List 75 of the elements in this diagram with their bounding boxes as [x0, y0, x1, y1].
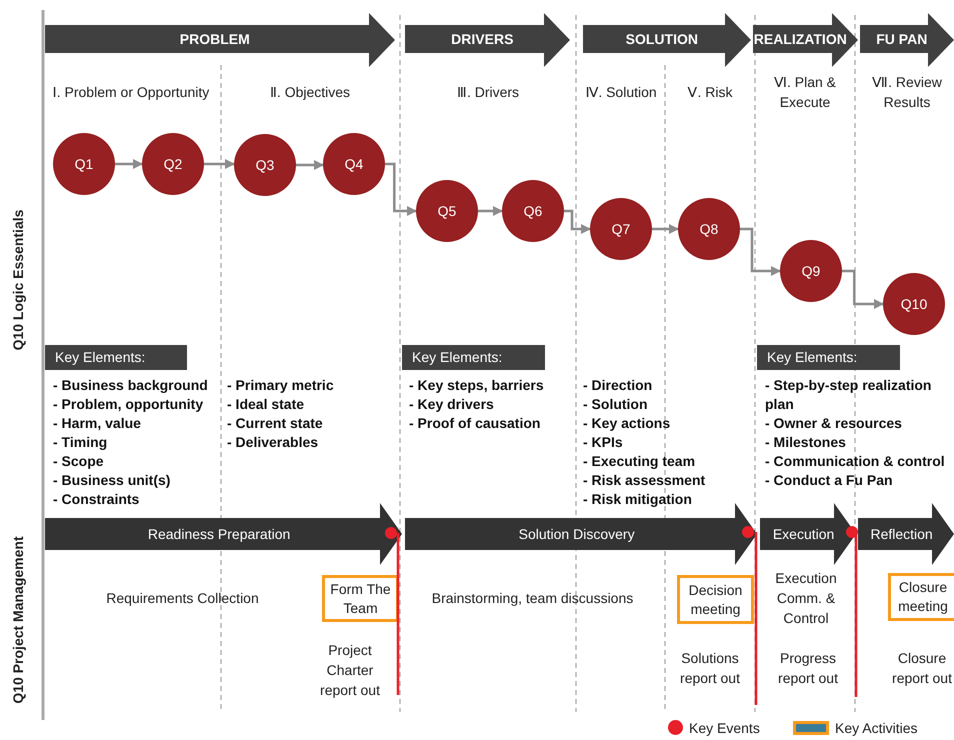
connector-arrow — [478, 206, 503, 216]
section-header-bar: Key Elements: — [45, 345, 187, 370]
list-item: - Timing — [53, 433, 108, 452]
list-item: - Scope — [53, 452, 105, 471]
list-item: - Deliverables — [227, 433, 320, 452]
connector-arrow — [564, 210, 591, 234]
phase-banner: SOLUTION — [583, 13, 751, 67]
connector-arrow — [385, 162, 417, 216]
deliverable-text: Progress report out — [777, 649, 839, 688]
question-circle: Q7 — [590, 198, 652, 260]
deliverable-text: Closure report out — [891, 649, 953, 688]
list-item: - Communication & control — [765, 452, 945, 471]
connector-arrow — [296, 160, 324, 170]
list-item: - Problem, opportunity — [53, 395, 204, 414]
question-circle: Q9 — [780, 240, 842, 302]
list-item: - Key drivers — [409, 395, 495, 414]
connector-arrow — [740, 228, 781, 276]
activity-box: Closure meeting — [888, 573, 954, 621]
question-circle: Q1 — [53, 133, 115, 195]
activity-text: Brainstorming, team discussions — [430, 589, 634, 608]
list-item: - Primary metric — [227, 376, 335, 395]
step-heading: Ⅲ. Drivers — [456, 83, 520, 102]
question-circle: Q10 — [883, 273, 945, 335]
section-header-bar: Key Elements: — [757, 345, 900, 370]
connector-arrow — [204, 159, 235, 169]
connector-arrow — [115, 159, 143, 169]
activity-text: Execution Comm. & Control — [774, 569, 838, 628]
stage-banner: Execution — [760, 503, 856, 565]
question-circle: Q5 — [416, 180, 478, 242]
connector-arrow — [652, 224, 679, 234]
stage-banner: Readiness Preparation — [45, 503, 402, 565]
list-item: - Owner & resources — [765, 414, 903, 433]
question-circle: Q2 — [142, 133, 204, 195]
list-item: - Business unit(s) — [53, 471, 172, 490]
list-item: - Risk assessment — [583, 471, 706, 490]
list-item: - Proof of causation — [409, 414, 542, 433]
list-item: - Ideal state — [227, 395, 306, 414]
list-item: - Current state — [227, 414, 324, 433]
activity-box: Decision meeting — [677, 575, 754, 624]
step-heading: Ⅳ. Solution — [584, 83, 658, 102]
step-heading: Ⅵ. Plan & Execute — [772, 73, 838, 112]
list-item: - Executing team — [583, 452, 696, 471]
phase-banner: REALIZATION — [753, 13, 858, 67]
row-title: Q10 Logic Essentials — [9, 208, 27, 352]
list-item: - Step-by-step realization plan — [765, 376, 932, 414]
question-circle: Q4 — [323, 133, 385, 195]
list-item: - Milestones — [765, 433, 847, 452]
question-circle: Q6 — [502, 180, 564, 242]
deliverable-text: Project Charter report out — [319, 641, 381, 700]
list-item: - Key actions — [583, 414, 672, 433]
list-item: - Harm, value — [53, 414, 142, 433]
legend-label: Key Activities — [835, 719, 918, 738]
phase-banner: PROBLEM — [45, 13, 395, 67]
list-item: - Direction — [583, 376, 654, 395]
section-header-bar: Key Elements: — [402, 345, 545, 370]
activity-box: Form The Team — [322, 575, 399, 622]
question-circle: Q8 — [678, 198, 740, 260]
step-heading: Ⅴ. Risk — [686, 83, 734, 102]
step-heading: Ⅱ. Objectives — [268, 83, 352, 102]
list-item: - Conduct a Fu Pan — [765, 471, 894, 490]
phase-banner: DRIVERS — [405, 13, 570, 67]
phase-banner: FU PAN — [860, 13, 954, 67]
stage-banner: Reflection — [858, 503, 954, 565]
row-title: Q10 Project Management — [9, 535, 27, 706]
step-heading: Ⅰ. Problem or Opportunity — [52, 83, 210, 102]
legend-label: Key Events — [689, 719, 760, 738]
deliverable-text: Solutions report out — [679, 649, 741, 688]
list-item: - Business background — [53, 376, 209, 395]
list-item: - KPIs — [583, 433, 624, 452]
activity-text: Requirements Collection — [105, 589, 260, 608]
list-item: - Solution — [583, 395, 649, 414]
list-item: - Key steps, barriers — [409, 376, 545, 395]
connector-arrow — [842, 270, 884, 309]
step-heading: Ⅶ. Review Results — [871, 73, 943, 112]
question-circle: Q3 — [234, 134, 296, 196]
